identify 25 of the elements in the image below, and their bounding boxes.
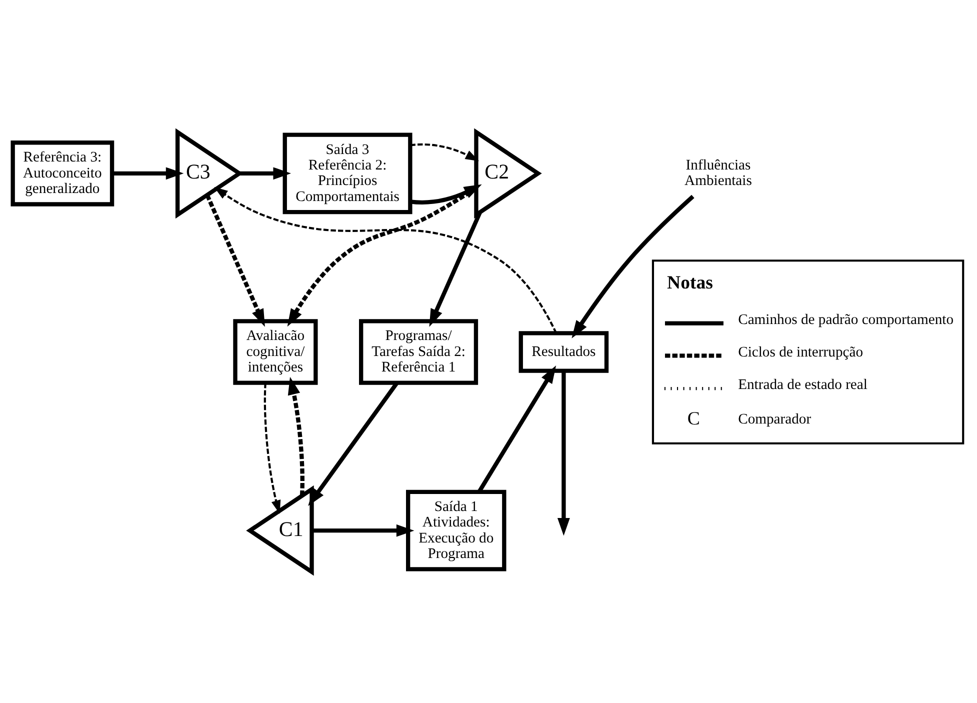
node-box: Saída 3 Referência 2: Princípios Comportamentais [282,132,412,214]
arrow [205,194,265,326]
node-box: Resultados [518,330,609,372]
arrow [214,186,558,333]
node-box: Avaliacão cognitiva/ intenções [233,318,318,384]
arrow [557,370,570,536]
arrow [288,376,304,496]
node-box: Programas/ Tarefas Saída 2: Referência 1 [359,318,478,384]
arrow [240,166,292,180]
node-text: Influências Ambientais [684,156,752,189]
label: C [687,408,700,429]
arrow [429,210,482,326]
node-box: Referência 3: Autoconceito generalizado [10,140,114,206]
node-box: Saída 1 Atividades: Execução do Programa [406,489,506,571]
arrow [572,194,694,338]
arrow [410,142,480,161]
legend-label: Ciclos de interrupção [738,344,864,360]
legend-label: Entrada de estado real [738,376,868,392]
arrow [312,524,414,536]
legend-label: Comparador [738,411,812,428]
legend-label: Caminhos de padrão comportamento [738,312,954,328]
arrow [112,166,184,180]
arrow [477,365,556,492]
label: Notas [667,272,713,294]
arrow [264,382,281,514]
